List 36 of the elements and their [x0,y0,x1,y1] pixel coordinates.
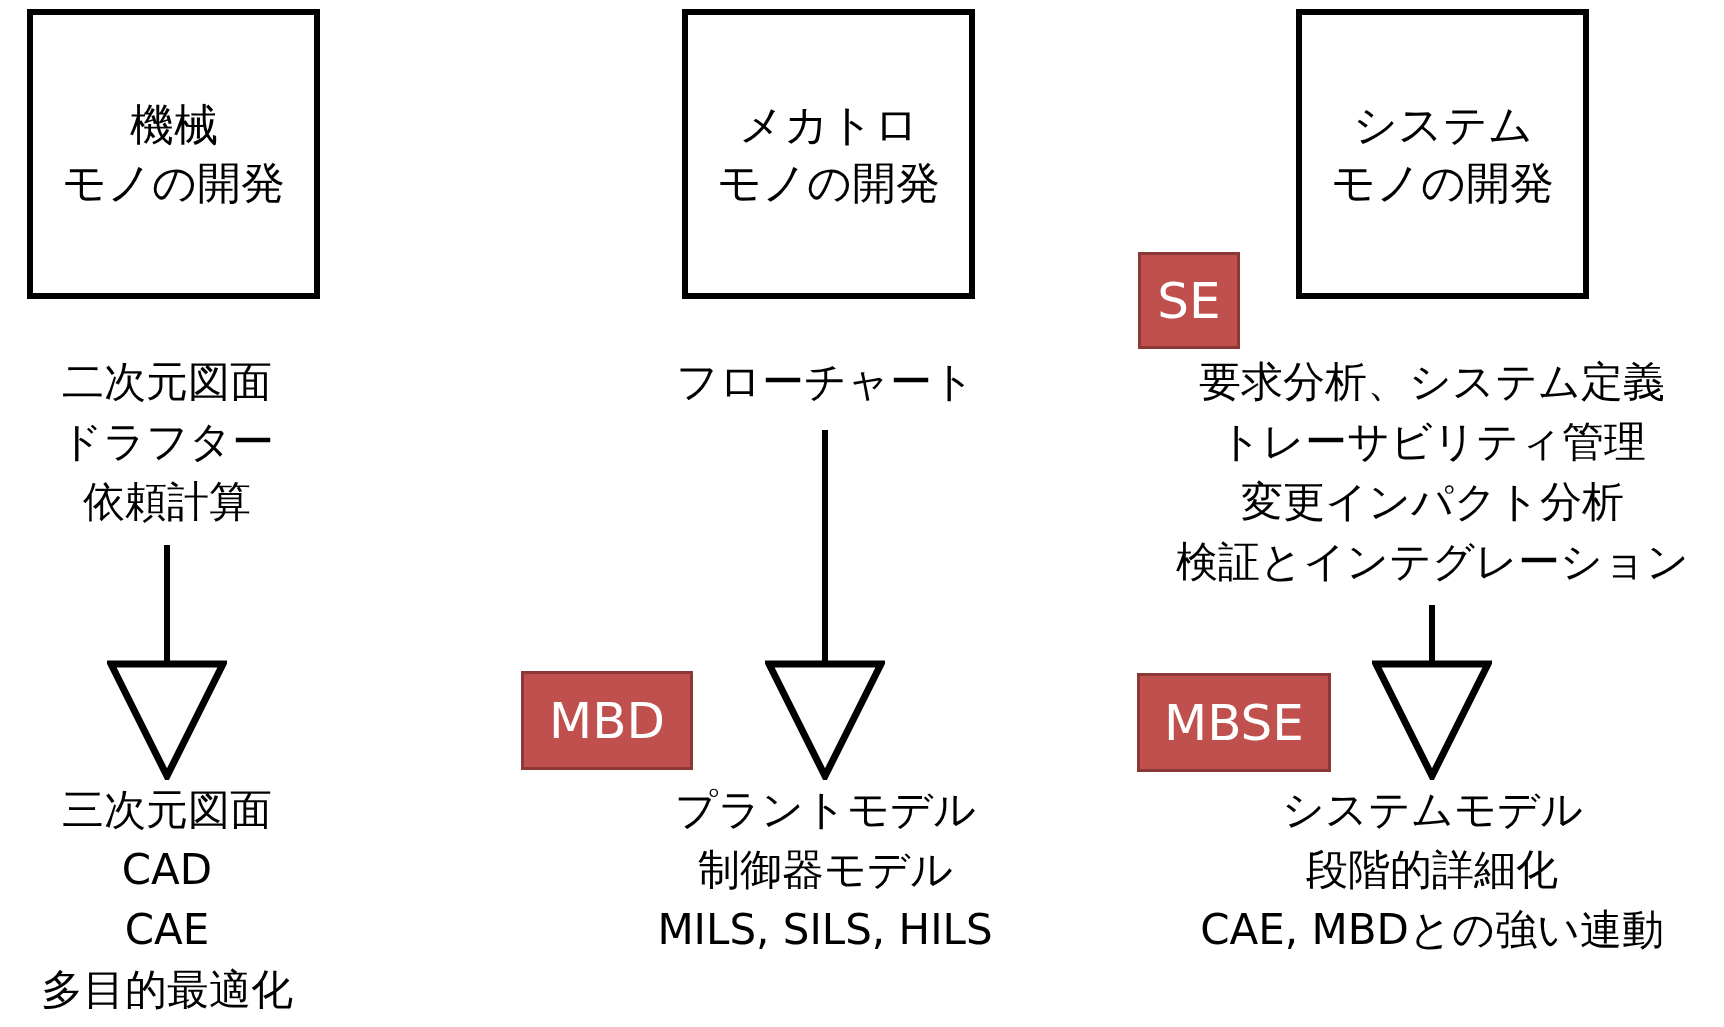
item-text: CAE, MBDとの強い連動 [1200,904,1664,956]
box-label: メカトロ [738,98,919,152]
process-box [1296,9,1589,299]
badge-label: MBSE [1164,692,1304,753]
item-text: 二次元図面 [62,356,272,408]
box-label: 機械 [129,98,218,152]
box-label: モノの開発 [1331,156,1554,210]
item-text: CAD [121,844,213,896]
arrow [765,430,885,780]
item-text: フローチャート [675,356,975,408]
item-text: プラントモデル [674,784,976,836]
item-text: 多目的最適化 [41,964,293,1016]
item-text: 検証とインテグレーション [1175,536,1689,588]
badge-label: SE [1157,270,1221,331]
item-text: 要求分析、システム定義 [1199,356,1665,408]
box-label: モノの開発 [62,156,285,210]
box-label: モノの開発 [717,156,940,210]
item-text: MILS, SILS, HILS [657,904,993,956]
badge-label: MBD [549,690,665,751]
process-box [682,9,975,299]
item-text: 制御器モデル [697,844,953,896]
tag-badge [1138,252,1240,349]
arrow [107,545,227,780]
arrow [1372,605,1492,780]
item-text: トレーサビリティ管理 [1218,416,1646,468]
item-text: 三次元図面 [62,784,272,836]
item-text: 変更インパクト分析 [1240,476,1624,528]
item-text: 依頼計算 [83,476,251,528]
item-text: ドラフター [60,416,274,468]
item-text: CAE [124,904,210,956]
item-text: システムモデル [1281,784,1583,836]
box-label: システム [1352,98,1533,152]
tag-badge [521,671,693,770]
process-box [27,9,320,299]
tag-badge [1137,673,1331,772]
item-text: 段階的詳細化 [1306,844,1558,896]
